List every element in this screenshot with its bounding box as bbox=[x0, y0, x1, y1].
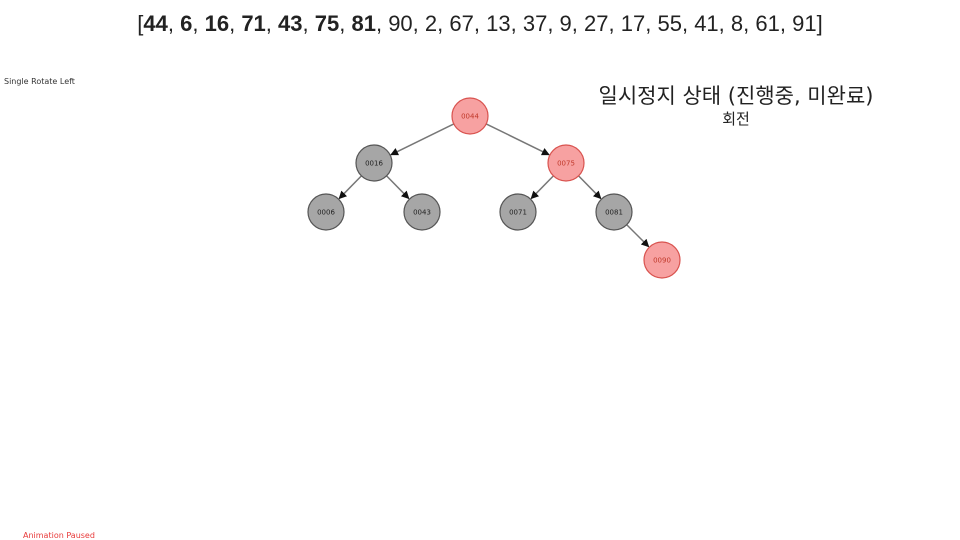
tree-node-circle bbox=[595, 193, 633, 231]
tree-node-label: 0044 bbox=[461, 113, 479, 121]
tree-node-0071: 0071 bbox=[499, 193, 537, 231]
sequence-item: 6 bbox=[180, 11, 193, 36]
sequence-item: 27 bbox=[584, 11, 609, 36]
tree-node-0090: 0090 bbox=[643, 241, 681, 279]
sequence-item: 91 bbox=[792, 11, 817, 36]
tree-nodes: 0044 0016 0075 0006 0043 0071 0081 0090 bbox=[307, 97, 681, 279]
tree-edge bbox=[386, 175, 410, 200]
sequence-item: 81 bbox=[351, 11, 376, 36]
tree-node-circle bbox=[355, 144, 393, 182]
tree-edge bbox=[578, 175, 602, 200]
tree-node-label: 0081 bbox=[605, 209, 623, 217]
tree-node-0081: 0081 bbox=[595, 193, 633, 231]
operation-label: Single Rotate Left bbox=[4, 77, 75, 86]
tree-edge bbox=[626, 224, 650, 248]
sequence-item: 44 bbox=[143, 11, 168, 36]
sequence-item: 55 bbox=[657, 11, 682, 36]
tree-node-label: 0071 bbox=[509, 209, 527, 217]
tree-edges bbox=[338, 123, 650, 248]
tree-edge bbox=[485, 123, 550, 156]
sequence-item: 75 bbox=[314, 11, 340, 36]
sequence-item: 67 bbox=[449, 11, 474, 36]
sequence-open-bracket: [ bbox=[137, 11, 144, 36]
sequence-item: 61 bbox=[755, 11, 780, 36]
tree-node-0075: 0075 bbox=[547, 144, 585, 182]
sequence-item: 41 bbox=[694, 11, 719, 36]
sequence-item: 8 bbox=[730, 11, 744, 36]
tree-node-0006: 0006 bbox=[307, 193, 345, 231]
sequence-item: 71 bbox=[241, 11, 266, 36]
tree-node-circle bbox=[547, 144, 585, 182]
tree-node-circle bbox=[307, 193, 345, 231]
tree-node-label: 0075 bbox=[557, 160, 575, 168]
sequence-item: 16 bbox=[204, 11, 230, 36]
tree-node-0043: 0043 bbox=[403, 193, 441, 231]
insertion-sequence: [44, 6, 16, 71, 43, 75, 81, 90, 2, 67, 1… bbox=[137, 11, 823, 36]
animation-status: Animation Paused bbox=[23, 531, 95, 540]
sequence-item: 43 bbox=[278, 11, 303, 36]
sequence-item: 17 bbox=[620, 11, 646, 36]
tree-node-label: 0043 bbox=[413, 209, 431, 217]
sequence-item: 90 bbox=[388, 11, 413, 36]
tree-node-circle bbox=[451, 97, 489, 135]
sequence-item: 9 bbox=[559, 11, 572, 36]
status-subtitle: 회전 bbox=[722, 110, 750, 128]
sequence-item: 37 bbox=[522, 11, 548, 36]
tree-node-label: 0090 bbox=[653, 257, 671, 265]
tree-node-0044: 0044 bbox=[451, 97, 489, 135]
sequence-item: 2 bbox=[424, 11, 438, 36]
tree-node-circle bbox=[643, 241, 681, 279]
tree-node-label: 0016 bbox=[365, 160, 383, 168]
sequence-item: 13 bbox=[486, 11, 511, 36]
tree-edge bbox=[530, 175, 554, 200]
tree-edge bbox=[338, 175, 362, 200]
tree-node-0016: 0016 bbox=[355, 144, 393, 182]
tree-edge bbox=[390, 123, 455, 156]
tree-node-label: 0006 bbox=[317, 209, 335, 217]
tree-node-circle bbox=[403, 193, 441, 231]
tree-node-circle bbox=[499, 193, 537, 231]
sequence-close-bracket: ] bbox=[816, 11, 823, 36]
status-title: 일시정지 상태 (진행중, 미완료) bbox=[598, 84, 874, 108]
